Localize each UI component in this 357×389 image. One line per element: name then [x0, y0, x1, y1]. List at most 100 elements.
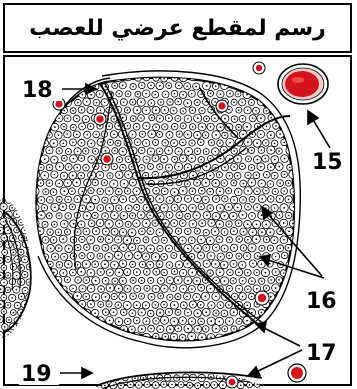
- axon-core: [90, 94, 92, 96]
- nerve-fiber: [136, 367, 144, 375]
- axon-core: [224, 182, 226, 184]
- nerve-fiber: [83, 342, 90, 349]
- axon-core: [76, 118, 78, 120]
- axon-core: [238, 127, 240, 129]
- axon-core: [238, 223, 240, 225]
- axon-core: [159, 151, 161, 153]
- axon-core: [215, 151, 217, 153]
- axon-core: [21, 207, 23, 209]
- axon-core: [131, 247, 133, 249]
- axon-core: [127, 271, 129, 273]
- axon-core: [72, 110, 74, 112]
- axon-core: [186, 296, 188, 298]
- axon-core: [215, 198, 217, 200]
- axon-core: [48, 134, 50, 136]
- axon-core: [132, 264, 134, 266]
- axon-core: [141, 231, 143, 233]
- axon-core: [58, 183, 60, 185]
- axon-core: [141, 295, 143, 297]
- axon-core: [215, 247, 217, 249]
- nerve-fiber: [281, 301, 289, 309]
- nerve-fiber: [276, 342, 284, 350]
- axon-core: [118, 93, 120, 95]
- axon-core: [63, 93, 65, 95]
- axon-core: [256, 224, 258, 226]
- axon-core: [143, 377, 145, 379]
- axon-core: [220, 304, 222, 306]
- axon-core: [242, 166, 244, 168]
- axon-core: [141, 280, 143, 282]
- axon-core: [155, 304, 157, 306]
- axon-core: [136, 336, 138, 338]
- axon-core: [182, 222, 184, 224]
- axon-core: [174, 304, 176, 306]
- axon-core: [63, 272, 65, 274]
- axon-core: [242, 280, 244, 282]
- axon-core: [293, 304, 295, 306]
- axon-core: [223, 345, 225, 347]
- axon-core: [54, 320, 56, 322]
- axon-core: [198, 369, 200, 371]
- axon-core: [128, 255, 130, 257]
- axon-core: [39, 296, 41, 298]
- axon-core: [29, 207, 31, 209]
- axon-core: [269, 86, 271, 88]
- axon-core: [246, 255, 248, 257]
- axon-core: [72, 320, 74, 322]
- axon-core: [113, 118, 115, 120]
- axon-core: [266, 125, 268, 127]
- axon-core: [127, 224, 129, 226]
- axon-core: [219, 239, 221, 241]
- axon-core: [232, 215, 234, 217]
- axon-core: [40, 345, 42, 347]
- axon-core: [183, 207, 185, 209]
- axon-core: [100, 141, 102, 143]
- axon-core: [174, 271, 176, 273]
- axon-core: [63, 143, 65, 145]
- axon-core: [151, 102, 153, 104]
- nerve-fiber: [286, 342, 293, 349]
- axon-core: [118, 77, 120, 79]
- axon-core: [77, 151, 79, 153]
- axon-core: [187, 118, 189, 120]
- axon-core: [283, 142, 285, 144]
- axon-core: [94, 199, 96, 201]
- axon-core: [114, 280, 116, 282]
- axon-core: [49, 231, 51, 233]
- arrowhead-15: [308, 111, 318, 124]
- axon-core: [177, 118, 179, 120]
- axon-core: [174, 191, 176, 193]
- axon-core: [275, 287, 277, 289]
- axon-core: [145, 305, 147, 307]
- axon-core: [81, 109, 83, 111]
- axon-core: [105, 280, 107, 282]
- axon-core: [189, 384, 191, 386]
- axon-core: [113, 134, 115, 136]
- axon-core: [49, 329, 51, 331]
- axon-core: [129, 369, 131, 371]
- axon-core: [109, 287, 111, 289]
- axon-core: [81, 191, 83, 193]
- nerve-fiber: [69, 317, 77, 325]
- nerve-fiber: [38, 309, 44, 315]
- nerve-fiber: [286, 310, 293, 317]
- axon-core: [251, 296, 253, 298]
- axon-core: [7, 259, 9, 261]
- axon-core: [159, 118, 161, 120]
- axon-core: [271, 117, 273, 119]
- axon-core: [136, 109, 138, 111]
- axon-core: [214, 117, 216, 119]
- nerve-fiber: [169, 366, 175, 372]
- axon-core: [159, 232, 161, 234]
- axon-core: [108, 223, 110, 225]
- axon-core: [178, 151, 180, 153]
- axon-core: [109, 207, 111, 209]
- axon-core: [243, 231, 245, 233]
- axon-core: [251, 247, 253, 249]
- axon-core: [237, 93, 239, 95]
- axon-core: [40, 134, 42, 136]
- nerve-fiber: [0, 211, 3, 218]
- axon-core: [49, 150, 51, 152]
